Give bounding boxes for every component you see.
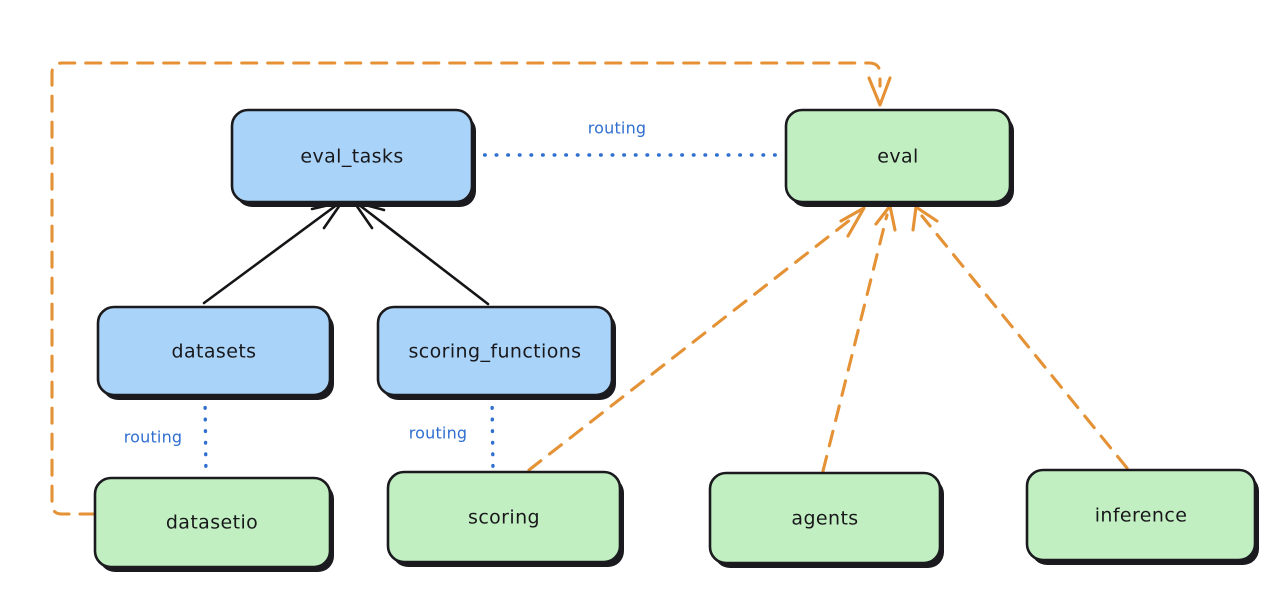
edge-label-routing-eval-tasks-eval: routing [588, 119, 647, 138]
edge-agents-to-eval [821, 204, 897, 473]
node-scoring-functions[interactable]: scoring_functions [376, 305, 616, 400]
edge-scoring-to-eval-path [527, 214, 857, 472]
edge-inference-to-eval [911, 205, 1129, 470]
node-agents-box[interactable] [708, 471, 942, 565]
edge-group-solid [202, 200, 490, 306]
edge-scoring-to-eval-arrowhead [839, 206, 866, 238]
node-datasetio[interactable]: datasetio [93, 476, 334, 572]
edge-datasets-to-datasetio-routing [203, 394, 208, 479]
edge-scoring-functions-to-scoring-routing [490, 394, 495, 473]
node-eval-tasks-box[interactable] [230, 108, 474, 204]
node-scoring-box[interactable] [386, 470, 622, 564]
node-datasetio-box[interactable] [93, 476, 332, 569]
edge-label-group: routing routing routing [124, 119, 647, 447]
node-eval-tasks-label: eval_tasks [300, 146, 403, 168]
node-scoring-functions-box[interactable] [376, 305, 614, 397]
node-eval-box[interactable] [784, 108, 1012, 204]
node-eval-tasks[interactable]: eval_tasks [230, 108, 476, 207]
node-datasets-label: datasets [172, 341, 257, 363]
node-scoring[interactable]: scoring [386, 470, 624, 567]
edge-datasetio-to-eval-arrowhead [867, 76, 892, 107]
edge-scoring-to-eval [527, 206, 866, 472]
node-datasetio-label: datasetio [166, 512, 258, 534]
node-scoring-label: scoring [468, 507, 540, 529]
edge-group-routing [203, 153, 786, 479]
edge-scoring-functions-to-eval-tasks-path [356, 202, 490, 306]
node-eval[interactable]: eval [784, 108, 1014, 207]
edge-inference-to-eval-path [920, 214, 1129, 470]
edge-datasets-to-eval-tasks-path [202, 202, 340, 305]
node-eval-label: eval [877, 146, 918, 168]
node-inference-box[interactable] [1025, 468, 1257, 562]
node-datasets-box[interactable] [96, 305, 332, 397]
edge-datasetio-to-eval [50, 61, 892, 516]
edge-group-dependencies [50, 61, 1129, 516]
edge-label-routing-datasets-datasetio: routing [124, 428, 183, 447]
edge-scoring-functions-to-eval-tasks [352, 200, 490, 306]
node-inference[interactable]: inference [1025, 468, 1259, 565]
node-datasets[interactable]: datasets [96, 305, 334, 400]
node-scoring-functions-label: scoring_functions [409, 341, 582, 363]
node-inference-label: inference [1095, 505, 1188, 527]
node-agents-label: agents [791, 508, 858, 530]
edge-datasets-to-eval-tasks [202, 200, 344, 305]
node-agents[interactable]: agents [708, 471, 944, 568]
edge-agents-to-eval-path [821, 213, 889, 473]
edge-datasetio-to-eval-path [50, 61, 882, 516]
edge-label-routing-scoring-functions-scoring: routing [409, 424, 468, 443]
